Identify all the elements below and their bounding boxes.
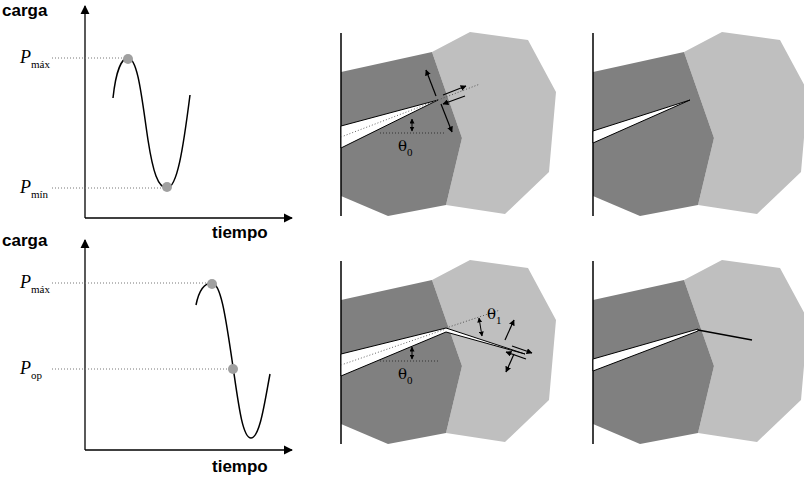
axis-title: carga — [2, 232, 47, 249]
axis-title: carga — [2, 2, 47, 19]
axis-title: tiempo — [212, 458, 268, 475]
grains-bottom-unloaded — [593, 260, 804, 444]
chart-top — [52, 6, 292, 218]
load-symbol: P — [20, 359, 31, 377]
load-subscript: máx — [31, 284, 50, 295]
chart-bottom — [52, 240, 292, 450]
load-subscript: op — [31, 370, 42, 381]
angle-subscript: 1 — [496, 315, 502, 326]
grains-top-unloaded — [593, 32, 804, 216]
grains-bottom-loaded — [341, 260, 556, 444]
load-symbol: P — [20, 273, 31, 291]
angle-symbol: θ — [398, 139, 407, 154]
load-symbol: P — [20, 178, 31, 196]
load-symbol: P — [20, 48, 31, 66]
angle-symbol: θ — [398, 367, 407, 382]
angle-symbol: θ — [487, 307, 496, 322]
load-subscript: mín — [31, 189, 48, 200]
angle-subscript: 0 — [407, 147, 413, 158]
axis-title: tiempo — [212, 224, 268, 241]
load-subscript: máx — [31, 59, 50, 70]
grains-top-loaded — [341, 32, 556, 216]
angle-subscript: 0 — [407, 375, 413, 386]
